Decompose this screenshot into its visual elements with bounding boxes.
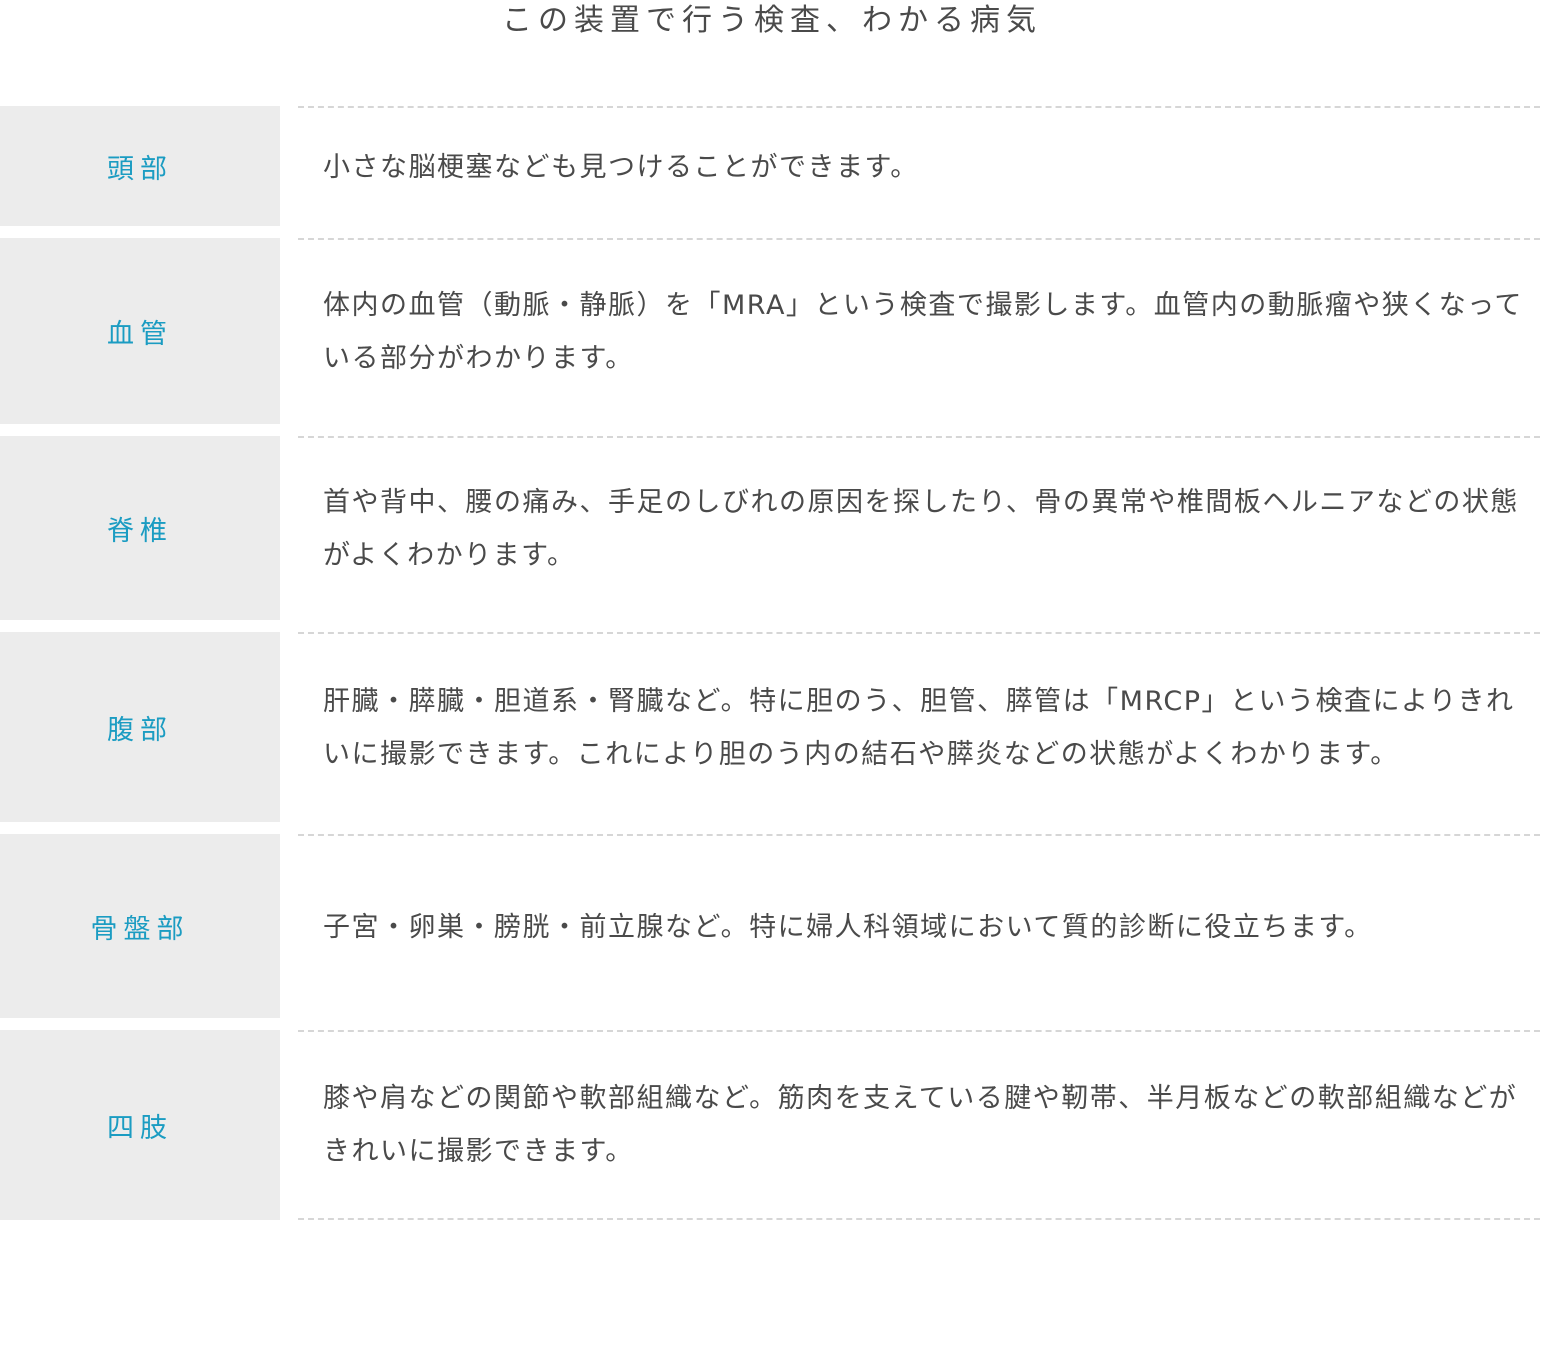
description-text: 首や背中、腰の痛み、手足のしびれの原因を探したり、骨の異常や椎間板ヘルニアなどの… — [323, 487, 1519, 571]
description-cell: 膝や肩などの関節や軟部組織など。筋肉を支えている腱や靭帯、半月板などの軟部組織な… — [298, 1030, 1540, 1220]
body-area-label: 四肢 — [0, 1030, 280, 1220]
description-cell: 首や背中、腰の痛み、手足のしびれの原因を探したり、骨の異常や椎間板ヘルニアなどの… — [298, 436, 1540, 620]
body-area-label: 血管 — [0, 238, 280, 424]
description-cell: 肝臓・膵臓・胆道系・腎臓など。特に胆のう、胆管、膵管は「MRCP」という検査によ… — [298, 632, 1540, 822]
table-row: 脊椎 首や背中、腰の痛み、手足のしびれの原因を探したり、骨の異常や椎間板ヘルニア… — [0, 436, 1544, 620]
description-text: 肝臓・膵臓・胆道系・腎臓など。特に胆のう、胆管、膵管は「MRCP」という検査によ… — [323, 686, 1515, 770]
body-area-label: 頭部 — [0, 106, 280, 226]
description-text: 膝や肩などの関節や軟部組織など。筋肉を支えている腱や靭帯、半月板などの軟部組織な… — [323, 1083, 1518, 1167]
description-text: 小さな脳梗塞なども見つけることができます。 — [323, 151, 919, 183]
description-text: 子宮・卵巣・膀胱・前立腺など。特に婦人科領域において質的診断に役立ちます。 — [323, 911, 1373, 943]
description-text: 体内の血管（動脈・静脈）を「MRA」という検査で撮影します。血管内の動脈瘤や狭く… — [323, 290, 1523, 374]
exam-table: 頭部 小さな脳梗塞なども見つけることができます。 血管 体内の血管（動脈・静脈）… — [0, 106, 1544, 1232]
table-row: 腹部 肝臓・膵臓・胆道系・腎臓など。特に胆のう、胆管、膵管は「MRCP」という検… — [0, 632, 1544, 822]
body-area-label: 骨盤部 — [0, 834, 280, 1018]
description-cell: 体内の血管（動脈・静脈）を「MRA」という検査で撮影します。血管内の動脈瘤や狭く… — [298, 238, 1540, 424]
page-title: この装置で行う検査、わかる病気 — [502, 3, 1042, 38]
table-row: 骨盤部 子宮・卵巣・膀胱・前立腺など。特に婦人科領域において質的診断に役立ちます… — [0, 834, 1544, 1018]
table-row: 頭部 小さな脳梗塞なども見つけることができます。 — [0, 106, 1544, 226]
description-cell: 小さな脳梗塞なども見つけることができます。 — [298, 106, 1540, 226]
table-row: 四肢 膝や肩などの関節や軟部組織など。筋肉を支えている腱や靭帯、半月板などの軟部… — [0, 1030, 1544, 1220]
table-row: 血管 体内の血管（動脈・静脈）を「MRA」という検査で撮影します。血管内の動脈瘤… — [0, 238, 1544, 424]
body-area-label: 脊椎 — [0, 436, 280, 620]
body-area-label: 腹部 — [0, 632, 280, 822]
description-cell: 子宮・卵巣・膀胱・前立腺など。特に婦人科領域において質的診断に役立ちます。 — [298, 834, 1540, 1018]
